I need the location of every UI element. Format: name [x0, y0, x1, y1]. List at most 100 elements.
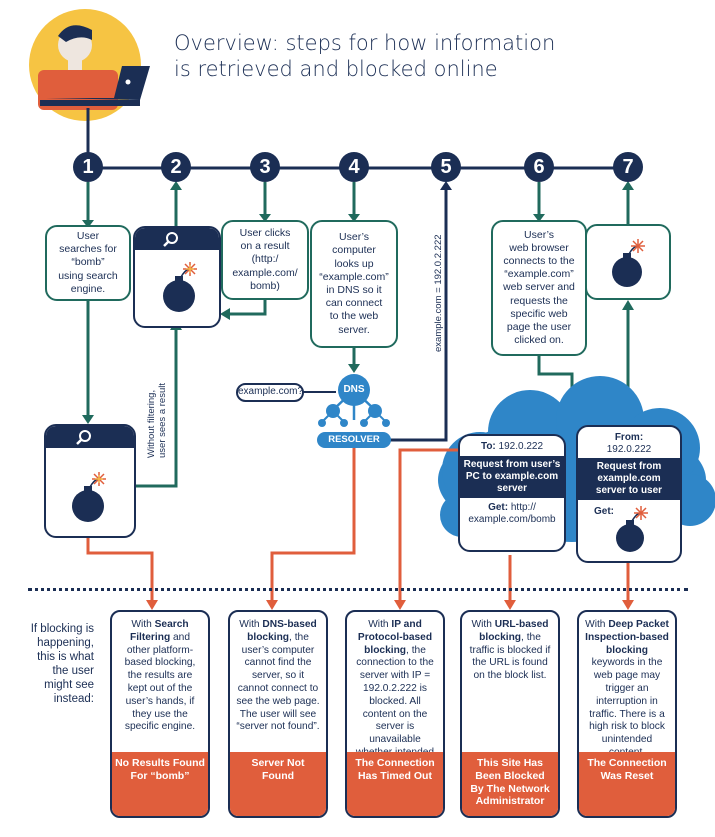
note-line: instead:	[53, 693, 94, 705]
note-line: the user	[52, 665, 94, 677]
step-3-text-line: User clicks	[239, 226, 291, 239]
step-4-text-line: can connect	[325, 297, 383, 310]
packet-to-row: To: 192.0.222	[460, 436, 564, 456]
step-number-5: 5	[431, 152, 461, 182]
step-4-text-line: “example.com”	[319, 270, 389, 283]
dns-network-icon	[300, 374, 391, 448]
bomb-icon	[163, 262, 197, 312]
blocking-note: If blocking is happening, this is what t…	[8, 622, 94, 706]
step-6-text-line: page the user	[506, 321, 572, 333]
packet-get: Get:	[578, 500, 680, 560]
page-title: Overview: steps for how information is r…	[174, 30, 694, 82]
step-6-text-line: connects to the	[503, 254, 575, 267]
step-6-text-line: web server and	[503, 281, 575, 294]
step-number-3: 3	[250, 152, 280, 182]
packet-band: Request from example.com server to user	[578, 458, 680, 500]
step-3-text-line: example.com/	[232, 266, 298, 279]
title-line-2: is retrieved and blocked online	[174, 57, 498, 81]
note-line: this is what	[37, 651, 94, 663]
blocking-description: With Search Filtering and other platform…	[124, 619, 196, 733]
dns-node-label: DNS	[343, 384, 365, 395]
bomb-icon	[616, 506, 648, 552]
separator-line	[28, 588, 688, 591]
resolver-label: RESOLVER	[328, 434, 380, 445]
search-icon	[163, 232, 178, 247]
dns-query-pill: example.com?	[236, 383, 304, 402]
step-4-box: User’s computer looks up “example.com” i…	[310, 220, 398, 348]
blocking-description: With DNS-based blocking, the user’s comp…	[236, 619, 320, 733]
step-4-text-line: looks up	[334, 257, 374, 270]
step-4-text-line: server.	[338, 323, 370, 336]
packet-get: Get: http:// example.com/bomb	[460, 498, 564, 526]
to-label: To:	[480, 441, 496, 452]
step-6-text-line: User’s	[524, 228, 554, 241]
dns-answer-label: example.com = 192.0.2.222	[433, 234, 444, 352]
band-line: PC to example.com	[465, 471, 559, 482]
request-packet: To: 192.0.222 Request from user’s PC to …	[458, 434, 566, 552]
step-1-text-line: User	[76, 230, 100, 242]
ip-blocking-box: With IP and Protocol-based blocking, the…	[345, 610, 445, 818]
get-label: Get:	[488, 502, 509, 513]
search-results-browser	[133, 226, 221, 328]
to-value: 192.0.222	[498, 441, 544, 452]
band-line: Request from	[596, 461, 662, 472]
step-6-text-line: requests the	[510, 294, 568, 307]
title-line-1: Overview: steps for how information	[174, 31, 556, 55]
step-number-2: 2	[161, 152, 191, 182]
note-line: might see	[44, 679, 94, 691]
step-4-text-line: User’s	[339, 231, 369, 244]
get-label: Get:	[594, 506, 614, 517]
step-3-text-line: bomb)	[250, 279, 280, 292]
blocking-description: With IP and Protocol-based blocking, the…	[356, 619, 434, 771]
rotated-line: user sees a result	[157, 383, 168, 458]
dns-blocking-box: With DNS-based blocking, the user’s comp…	[228, 610, 328, 818]
step-6-box: User’s web browser connects to the “exam…	[491, 220, 587, 356]
dpi-blocking-box: With Deep Packet Inspection-based blocki…	[577, 610, 677, 818]
step-number-4: 4	[339, 152, 369, 182]
bomb-icon	[72, 472, 106, 522]
get-value: http://	[510, 502, 536, 513]
step-7-result-box	[585, 224, 671, 300]
step-1-text-line: using search	[58, 269, 118, 282]
blocking-description: With Deep Packet Inspection-based blocki…	[585, 619, 669, 758]
response-packet: From: 192.0.222 Request from example.com…	[576, 425, 682, 563]
packet-band: Request from user’s PC to example.com se…	[460, 456, 564, 498]
from-value: 192.0.222	[606, 444, 652, 455]
packet-from-row: From: 192.0.222	[578, 427, 680, 458]
step-number-7: 7	[613, 152, 643, 182]
without-filtering-label: Without filtering, user sees a result	[146, 383, 168, 458]
step-4-text-line: in DNS so it	[326, 284, 382, 296]
note-line: happening,	[37, 637, 94, 649]
step-1-text-line: searches for	[59, 243, 117, 256]
step-6-text-line: “example.com”	[504, 268, 574, 281]
url-blocking-box: With URL-based blocking, the traffic is …	[460, 610, 560, 818]
step-number-1: 1	[73, 152, 103, 182]
step-6-text-line: specific web	[510, 307, 568, 320]
step-6-text-line: clicked on.	[514, 334, 564, 347]
note-line: If blocking is	[30, 623, 94, 635]
get-value-line: example.com/bomb	[468, 514, 556, 525]
search-engine-browser	[44, 424, 136, 538]
step-number-6: 6	[524, 152, 554, 182]
blocking-description: With URL-based blocking, the traffic is …	[469, 619, 551, 682]
band-line: example.com	[597, 473, 661, 484]
step-3-box: User clicks on a result (http:/ example.…	[221, 220, 309, 300]
search-filtering-box: With Search Filtering and other platform…	[110, 610, 210, 818]
step-4-text-line: to the web	[329, 310, 379, 323]
step-1-box: User searches for “bomb” using search en…	[45, 225, 131, 301]
bomb-icon	[612, 239, 645, 287]
blocking-connectors	[86, 448, 630, 606]
step-6-text-line: web browser	[509, 241, 569, 254]
band-line: server to user	[595, 485, 663, 496]
browser-bar	[135, 228, 219, 250]
rotated-line: Without filtering,	[146, 389, 157, 458]
step-4-text-line: computer	[332, 244, 376, 257]
search-icon	[76, 430, 91, 445]
step-1-text-line: “bomb”	[71, 256, 105, 269]
from-label: From:	[614, 432, 644, 443]
